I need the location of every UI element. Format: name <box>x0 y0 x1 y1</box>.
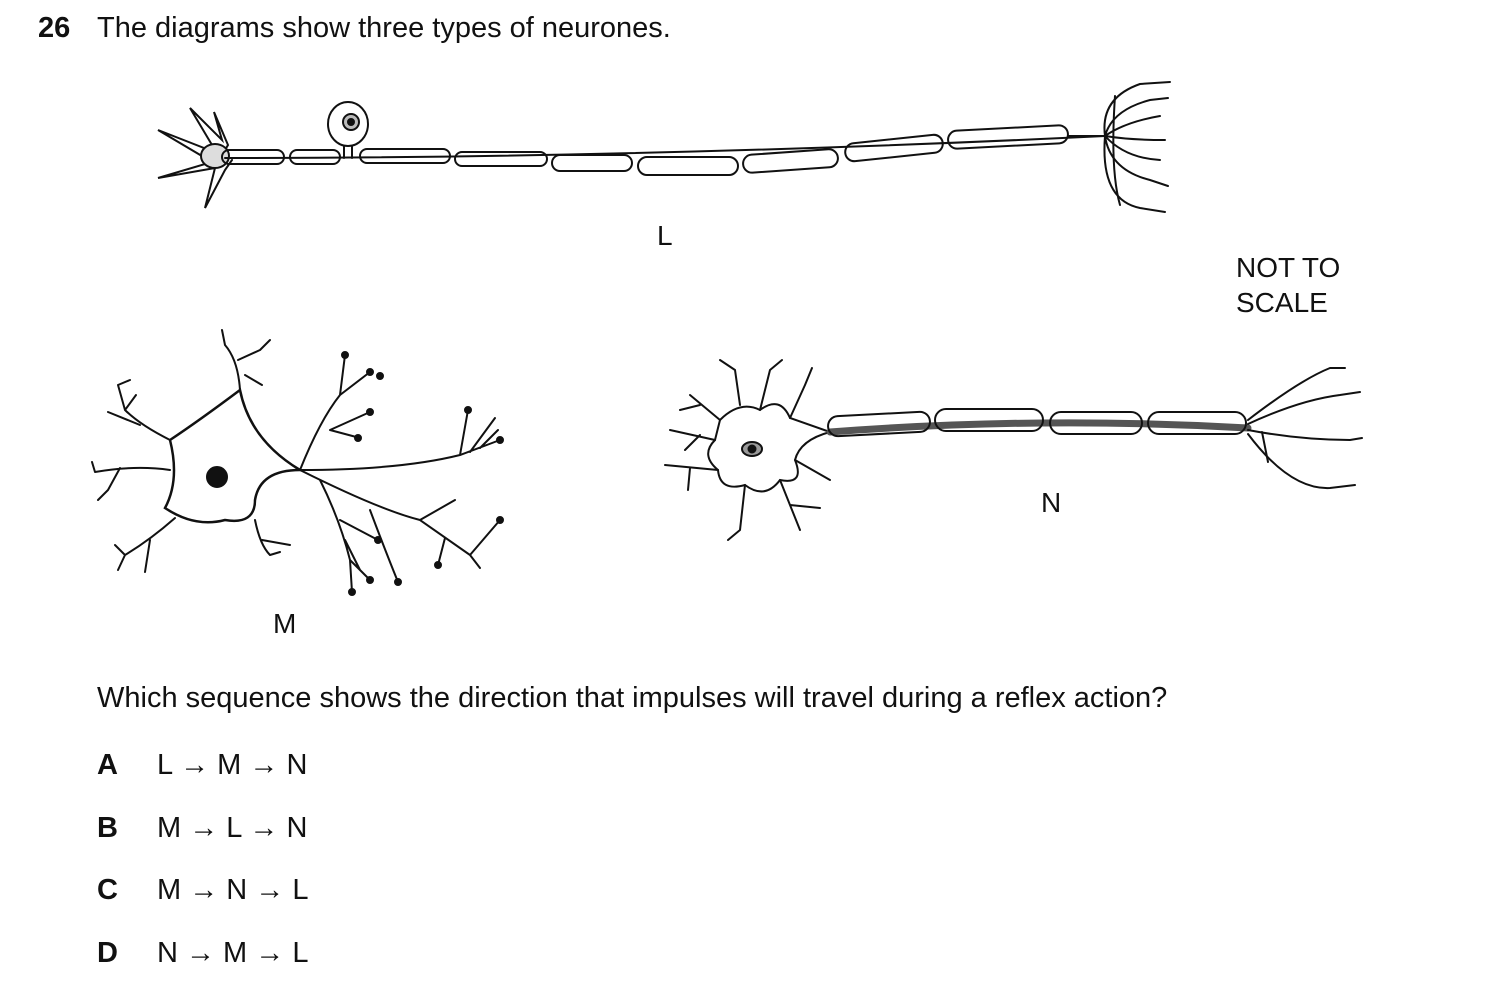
neurone-m <box>91 329 504 596</box>
option-text: M → L → N <box>157 812 308 844</box>
option-d[interactable]: D N → M → L <box>97 937 308 970</box>
option-c[interactable]: C M → N → L <box>97 874 308 907</box>
label-n: N <box>1041 487 1062 518</box>
option-text: N → M → L <box>157 937 309 969</box>
label-m: M <box>273 608 297 639</box>
not-to-scale-note: NOT TO SCALE <box>1236 250 1340 320</box>
neurone-l <box>157 81 1171 213</box>
option-letter: D <box>97 937 118 969</box>
note-line-1: NOT TO <box>1236 252 1341 283</box>
option-a[interactable]: A L → M → N <box>97 749 307 782</box>
option-text: M → N → L <box>157 874 309 906</box>
question-number: 26 <box>38 12 71 44</box>
label-l: L <box>657 220 673 251</box>
option-text: L → M → N <box>157 749 308 781</box>
question-stem: Which sequence shows the direction that … <box>97 682 1168 714</box>
neurone-n <box>664 359 1363 541</box>
option-letter: A <box>97 749 118 781</box>
option-letter: B <box>97 812 118 844</box>
question-intro: The diagrams show three types of neurone… <box>97 12 671 44</box>
note-line-2: SCALE <box>1236 287 1328 318</box>
option-letter: C <box>97 874 118 906</box>
option-b[interactable]: B M → L → N <box>97 812 307 845</box>
